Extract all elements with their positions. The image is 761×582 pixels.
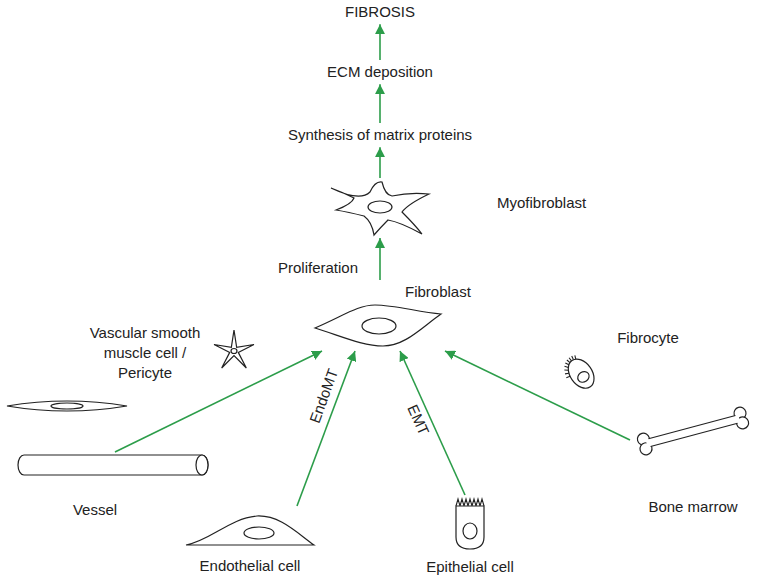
bone-shaft	[646, 415, 741, 448]
cell-nucleus	[576, 369, 592, 384]
cell-node: Vessel	[18, 452, 212, 522]
arrow-connector	[379, 84, 381, 123]
edge-label: EMT	[401, 400, 434, 441]
cell-nucleus	[463, 523, 477, 539]
cell-label: Myofibroblast	[497, 193, 586, 213]
text-holder: Vascular smooth muscle cell / Pericyte	[80, 323, 210, 384]
bone-figure	[632, 405, 754, 457]
fibrocyte-cell	[558, 351, 600, 395]
fibroblast-cell	[315, 305, 441, 346]
epithelial-cell	[456, 506, 484, 549]
cell-nucleus	[231, 349, 237, 354]
endo-figure	[185, 508, 315, 546]
text-holder: Vessel	[73, 500, 117, 520]
edge-label-holder: Proliferation	[276, 258, 360, 278]
step-label: ECM deposition	[327, 62, 433, 82]
fibrocyte-figure	[558, 350, 602, 394]
cell-node: Fibroblast	[311, 280, 473, 351]
cell-label: Endothelial cell	[200, 556, 301, 576]
vessel-tube	[18, 455, 208, 475]
cell-label: Vessel	[73, 500, 117, 520]
text-holder: Endothelial cell	[200, 556, 301, 576]
cell-label: Bone marrow	[648, 497, 737, 517]
text-holder: Fibroblast	[405, 282, 471, 302]
text-holder: Epithelial cell	[426, 557, 514, 577]
cell-node: Myofibroblast	[328, 178, 588, 238]
text-holder: Synthesis of matrix proteins	[288, 125, 472, 145]
cell-label: Epithelial cell	[426, 557, 514, 577]
pericyte-cell	[214, 330, 254, 368]
step-node: FIBROSIS	[343, 0, 417, 24]
cell-node: Bone marrow	[630, 403, 756, 519]
arrow-connector	[379, 238, 381, 280]
arrow-connector	[400, 351, 465, 495]
fibro-figure	[313, 302, 443, 349]
step-node: ECM deposition	[325, 60, 435, 84]
cell-nucleus	[244, 527, 274, 539]
cell-nucleus	[51, 403, 83, 409]
arrow-connector	[297, 351, 355, 506]
endothelial-cell	[186, 516, 314, 545]
bone-shaft-edge	[651, 423, 738, 446]
text-holder: Myofibroblast	[497, 193, 586, 213]
text-holder: Bone marrow	[648, 497, 737, 517]
smooth-muscle-cell	[7, 401, 127, 411]
edge-label: Proliferation	[276, 258, 360, 278]
step-label: FIBROSIS	[345, 2, 415, 22]
myofibroblast-cell	[331, 182, 429, 235]
cell-label: Fibrocyte	[617, 328, 679, 348]
vessel-opening	[196, 455, 208, 475]
arrow-connector	[445, 351, 630, 440]
edge-label-holder: EMT	[401, 400, 434, 441]
cell-node: Fibrocyte	[556, 326, 681, 396]
arrow-connector	[379, 147, 381, 178]
vessel-figure	[20, 454, 210, 476]
cell-nucleus	[362, 318, 396, 334]
arrow-connector	[379, 24, 381, 60]
cell-label: Vascular smooth muscle cell / Pericyte	[80, 323, 210, 384]
microvilli	[456, 499, 484, 506]
step-node: Synthesis of matrix proteins	[286, 123, 474, 147]
step-label: Synthesis of matrix proteins	[288, 125, 472, 145]
bone-figure	[636, 406, 750, 456]
epi-figure	[452, 497, 488, 551]
cell-node: Vascular smooth muscle cell / Pericyte	[3, 321, 259, 420]
cell-body	[563, 354, 599, 393]
text-holder: Fibrocyte	[617, 328, 679, 348]
cell-nucleus	[368, 201, 392, 213]
cell-label: Fibroblast	[405, 282, 471, 302]
myo-figure	[330, 180, 430, 236]
cell-node: Epithelial cell	[424, 495, 516, 579]
cell-node: Endothelial cell	[183, 506, 317, 578]
text-holder: FIBROSIS	[345, 2, 415, 22]
text-holder: ECM deposition	[327, 62, 433, 82]
